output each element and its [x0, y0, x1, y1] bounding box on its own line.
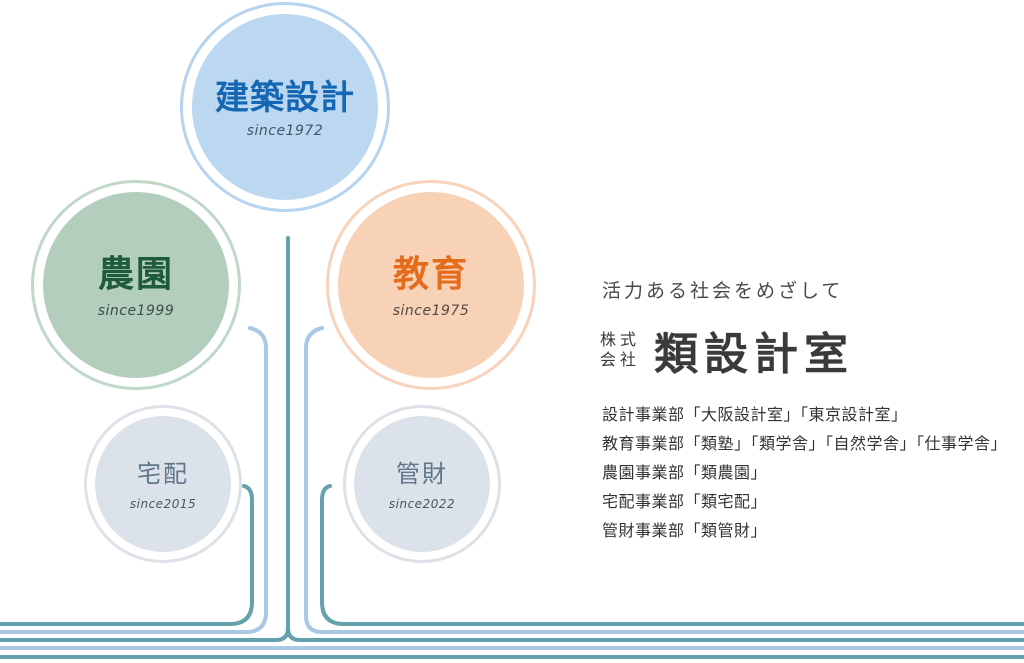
division-item: 宅配事業部「類宅配」 [602, 492, 768, 511]
branch-farm [0, 326, 268, 634]
company-name-block: 株式 会社 類設計室 [600, 318, 854, 382]
division-list: 設計事業部「大阪設計室」「東京設計室」 教育事業部「類塾」「類学舎」「自然学舎」… [602, 400, 1007, 545]
management-circle: 管財 since2022 [343, 405, 501, 563]
division-item: 教育事業部「類塾」「類学舎」「自然学舎」「仕事学舎」 [602, 434, 1008, 453]
architecture-circle-fill [192, 14, 378, 200]
management-circle-fill [354, 416, 490, 552]
farm-circle: 農園 since1999 [31, 180, 241, 390]
company-type: 株式 会社 [600, 330, 640, 370]
division-item: 農園事業部「類農園」 [602, 463, 768, 482]
company-type-line-1: 株式 [600, 330, 641, 349]
trunk-line-right [286, 626, 1024, 642]
education-circle-fill [338, 192, 524, 378]
architecture-circle: 建築設計 since1972 [180, 2, 390, 212]
delivery-label: 宅配 [137, 459, 189, 488]
architecture-since: since1972 [246, 122, 324, 139]
education-circle: 教育 since1975 [326, 180, 536, 390]
branch-management [320, 484, 1024, 626]
delivery-circle-fill [95, 416, 231, 552]
farm-label: 農園 [97, 254, 174, 295]
company-name: 類設計室 [654, 329, 855, 380]
company-tagline: 活力ある社会をめざして [602, 280, 844, 302]
branch-delivery [0, 484, 254, 626]
division-item: 設計事業部「大阪設計室」「東京設計室」 [602, 405, 908, 424]
delivery-since: since2015 [129, 496, 197, 511]
branch-education [304, 326, 1024, 634]
architecture-label: 建築設計 [215, 77, 355, 118]
education-since: since1975 [392, 303, 470, 319]
management-label: 管財 [396, 459, 448, 488]
education-label: 教育 [392, 254, 469, 295]
delivery-circle: 宅配 since2015 [84, 405, 242, 563]
management-since: since2022 [388, 496, 456, 511]
division-item: 管財事業部「類管財」 [602, 521, 768, 540]
farm-since: since1999 [97, 303, 175, 319]
company-type-line-2: 会社 [600, 350, 641, 369]
farm-circle-fill [43, 192, 229, 378]
